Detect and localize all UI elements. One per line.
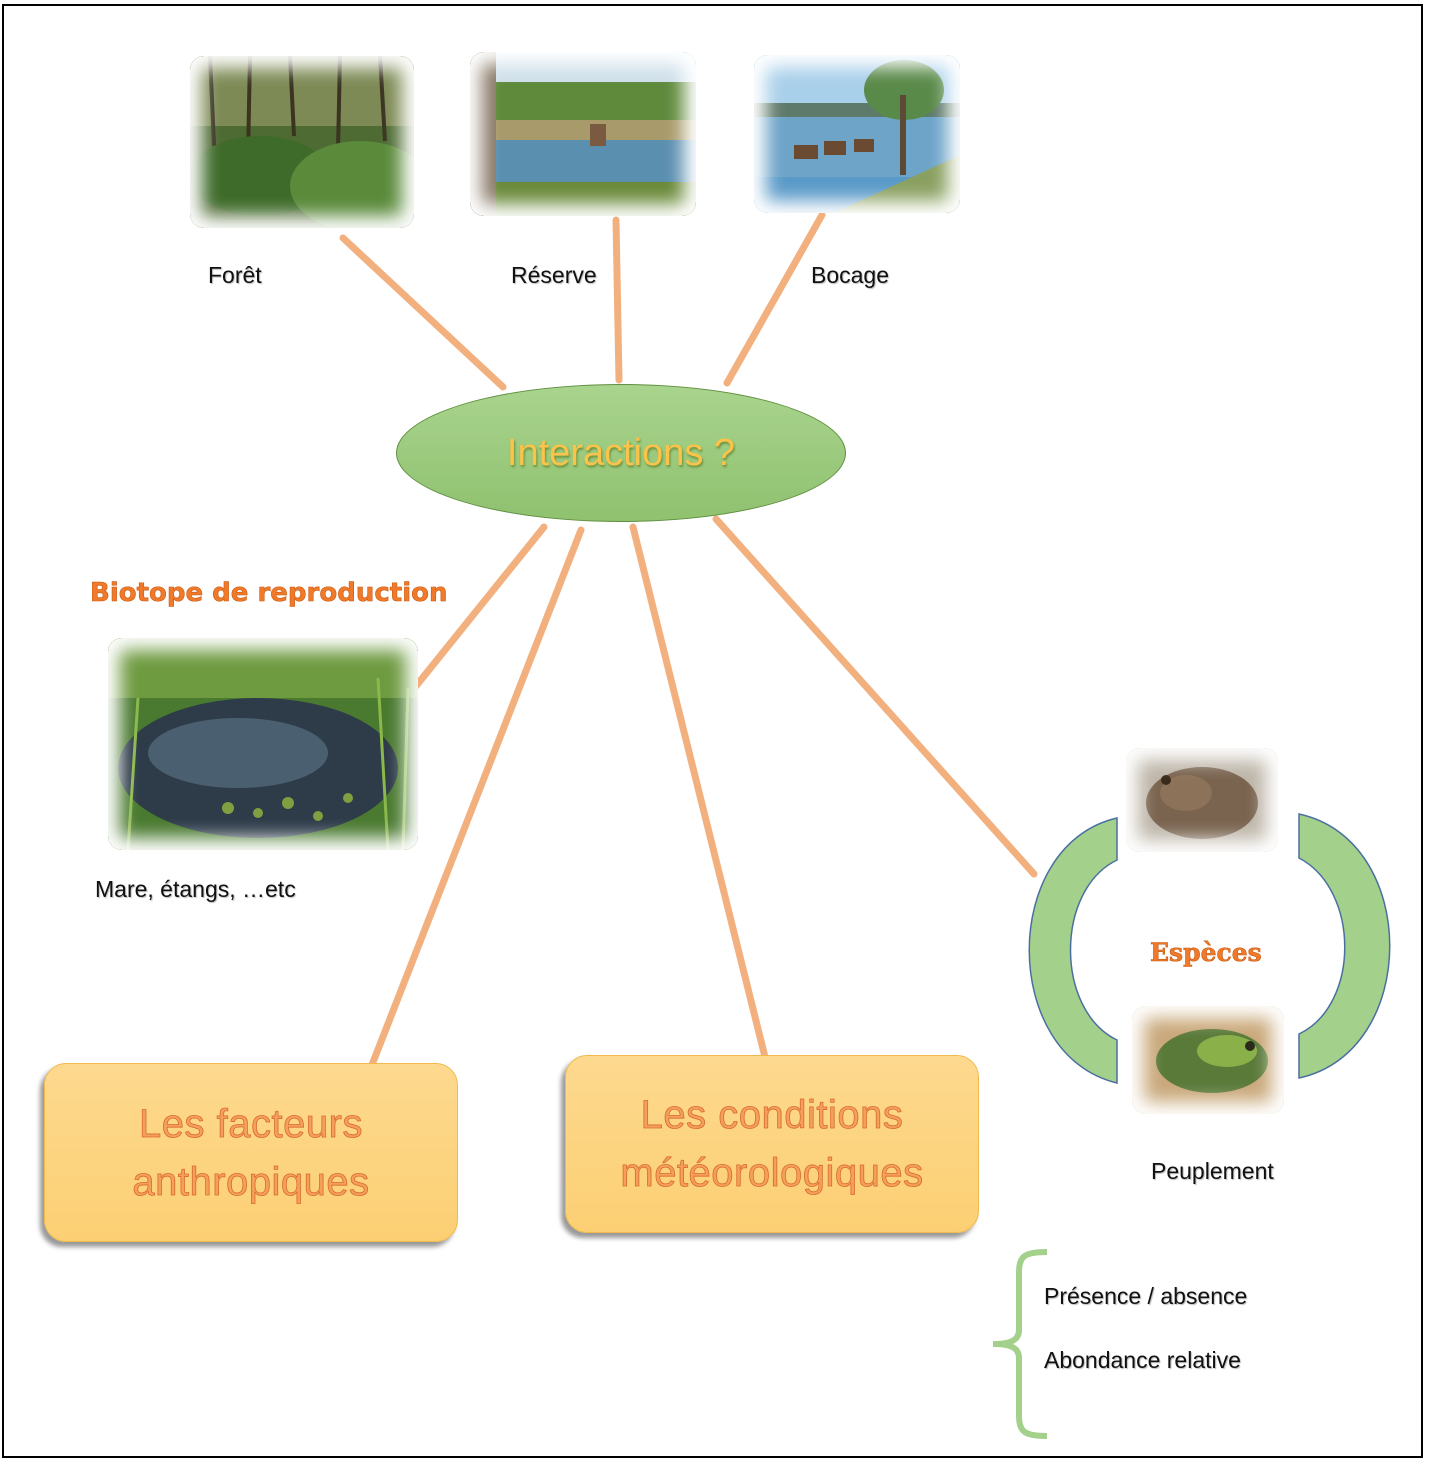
connector-biotope	[412, 523, 548, 690]
metric-presence: Présence / absence	[1044, 1283, 1248, 1309]
interactions-label: Interactions ?	[506, 431, 736, 474]
connector-anthropic	[364, 526, 585, 1079]
connector-foret	[339, 234, 507, 391]
forest-photo	[190, 56, 414, 228]
left-arc	[1028, 817, 1118, 1084]
connector-species	[712, 515, 1038, 878]
connector-reserve	[612, 216, 623, 384]
metric-abundance: Abondance relative	[1044, 1347, 1241, 1373]
toad-photo	[1126, 748, 1278, 852]
caption-foret: Forêt	[208, 262, 262, 288]
interactions-node: Interactions ?	[396, 384, 846, 522]
frog-photo	[1132, 1006, 1284, 1114]
weather-conditions-label: Les conditions météorologiques	[620, 1093, 924, 1196]
caption-biotope: Mare, étangs, …etc	[95, 876, 296, 902]
connector-weather	[629, 523, 771, 1069]
biotope-title: Biotope de reproduction	[90, 578, 448, 609]
caption-reserve: Réserve	[511, 262, 597, 288]
caption-species: Peuplement	[1151, 1158, 1274, 1184]
diagram-frame	[2, 4, 1423, 1458]
reserve-photo	[470, 52, 696, 216]
caption-bocage: Bocage	[811, 262, 890, 288]
species-label: Espèces	[1150, 938, 1262, 968]
pond-photo	[108, 638, 418, 850]
right-arc	[1298, 813, 1391, 1079]
weather-conditions-box: Les conditions météorologiques	[565, 1055, 979, 1233]
connector-bocage	[723, 211, 826, 387]
bracket-icon	[992, 1249, 1048, 1439]
bocage-photo	[754, 55, 960, 213]
anthropic-factors-box: Les facteurs anthropiques	[44, 1063, 458, 1242]
anthropic-factors-label: Les facteurs anthropiques	[132, 1101, 370, 1204]
